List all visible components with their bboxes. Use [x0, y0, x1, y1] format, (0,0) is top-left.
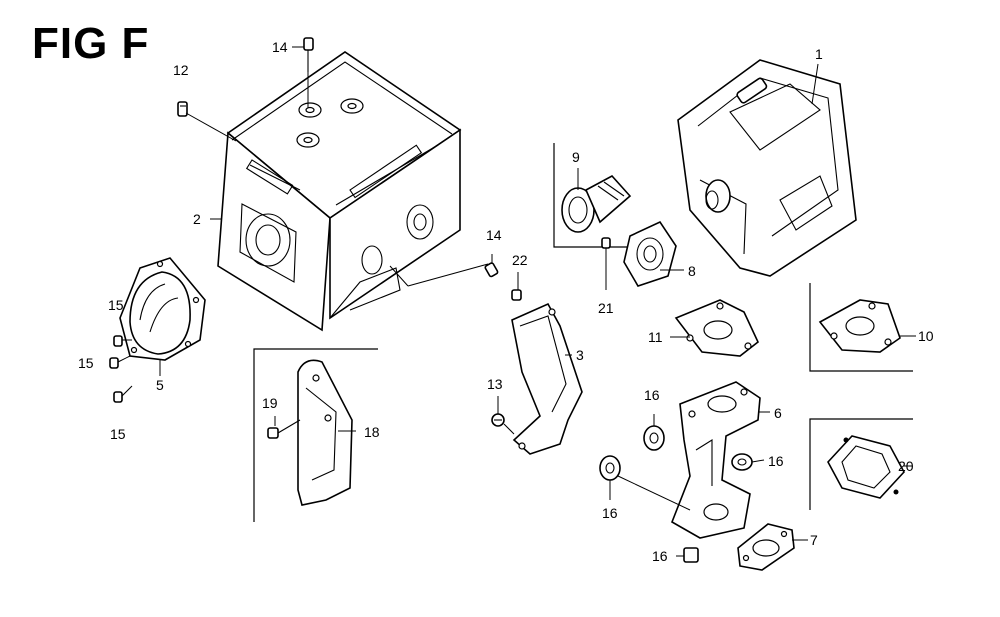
part-7-gasket — [737, 523, 795, 571]
part-22-screw — [511, 289, 522, 301]
callout-13: 13 — [487, 376, 503, 392]
callout-6: 6 — [774, 405, 782, 421]
part-18-shield — [297, 359, 353, 506]
bracket-18 — [253, 348, 378, 522]
part-21-screw — [601, 237, 611, 249]
part-6-manifold — [671, 381, 761, 539]
callout-11: 11 — [648, 329, 663, 345]
callout-16-c: 16 — [602, 505, 618, 521]
callout-22: 22 — [512, 252, 528, 268]
callout-19: 19 — [262, 395, 278, 411]
callout-8: 8 — [688, 263, 696, 279]
figure-title: FIG F — [32, 19, 150, 68]
part-14-side-screw — [484, 262, 499, 278]
callout-15-a: 15 — [108, 297, 124, 313]
callout-21: 21 — [598, 300, 614, 316]
leader-lines — [117, 46, 916, 557]
callout-16-a: 16 — [644, 387, 660, 403]
callout-7: 7 — [810, 532, 818, 548]
part-8-strainer — [623, 220, 677, 287]
callout-14-side: 14 — [486, 227, 502, 243]
part-13-screw — [491, 413, 505, 427]
callout-16-d: 16 — [652, 548, 668, 564]
callout-2: 2 — [193, 211, 201, 227]
part-10-gasket — [818, 299, 901, 353]
callout-18: 18 — [364, 424, 380, 440]
callout-1: 1 — [815, 46, 823, 62]
part-15-screws — [109, 335, 123, 403]
part-5-dome-cover — [119, 257, 206, 361]
callout-14-top: 14 — [272, 39, 288, 55]
callout-5: 5 — [156, 377, 164, 393]
part-20-insulator — [827, 435, 905, 499]
bracket-20 — [809, 418, 913, 510]
part-3-bracket — [511, 302, 583, 455]
part-1-cover — [677, 59, 857, 277]
callout-12: 12 — [173, 62, 189, 78]
bracket-9 — [553, 143, 655, 248]
part-19-screw — [267, 419, 301, 439]
callout-15-b: 15 — [78, 355, 94, 371]
part-9-fitting — [561, 174, 632, 233]
callout-3: 3 — [576, 347, 584, 363]
callout-20: 20 — [898, 458, 914, 474]
part-11-gasket — [674, 299, 759, 357]
part-12-screw — [177, 101, 188, 117]
callout-9: 9 — [572, 149, 580, 165]
bracket-10 — [809, 283, 913, 372]
part-2-housing — [217, 51, 462, 332]
callout-10: 10 — [918, 328, 934, 344]
callout-16-b: 16 — [768, 453, 784, 469]
callout-15-c: 15 — [110, 426, 126, 442]
part-14-top-screw — [303, 37, 314, 72]
